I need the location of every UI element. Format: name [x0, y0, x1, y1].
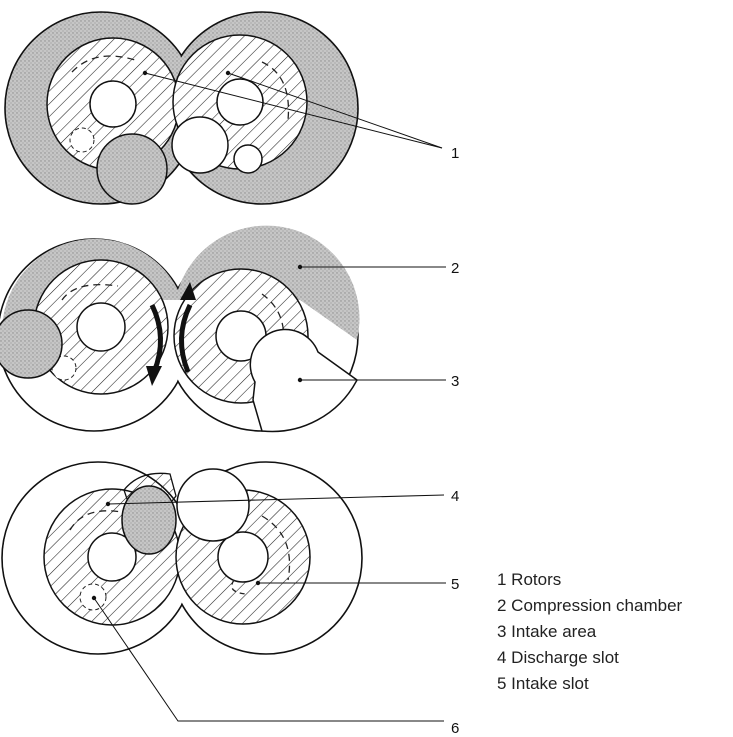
legend: 1 Rotors 2 Compression chamber 3 Intake … [497, 567, 682, 697]
stage-1-view [5, 9, 442, 209]
callout-2: 2 [451, 260, 459, 277]
stage-2-view [0, 226, 446, 432]
callout-1: 1 [451, 145, 459, 162]
stage-3-view [2, 462, 446, 721]
callout-5: 5 [451, 576, 459, 593]
intake-opening [172, 117, 228, 173]
compression-pocket [122, 486, 176, 554]
callout-3: 3 [451, 373, 459, 390]
rotor-cutout [97, 134, 167, 204]
callout-4: 4 [451, 488, 459, 505]
intake-opening [177, 469, 249, 541]
callout-6: 6 [451, 720, 459, 737]
legend-item: 5 Intake slot [497, 671, 682, 697]
rotor-cutout [0, 310, 62, 378]
legend-item: 2 Compression chamber [497, 593, 682, 619]
legend-item: 1 Rotors [497, 567, 682, 593]
legend-item: 3 Intake area [497, 619, 682, 645]
legend-item: 4 Discharge slot [497, 645, 682, 671]
intake-opening [234, 145, 262, 173]
